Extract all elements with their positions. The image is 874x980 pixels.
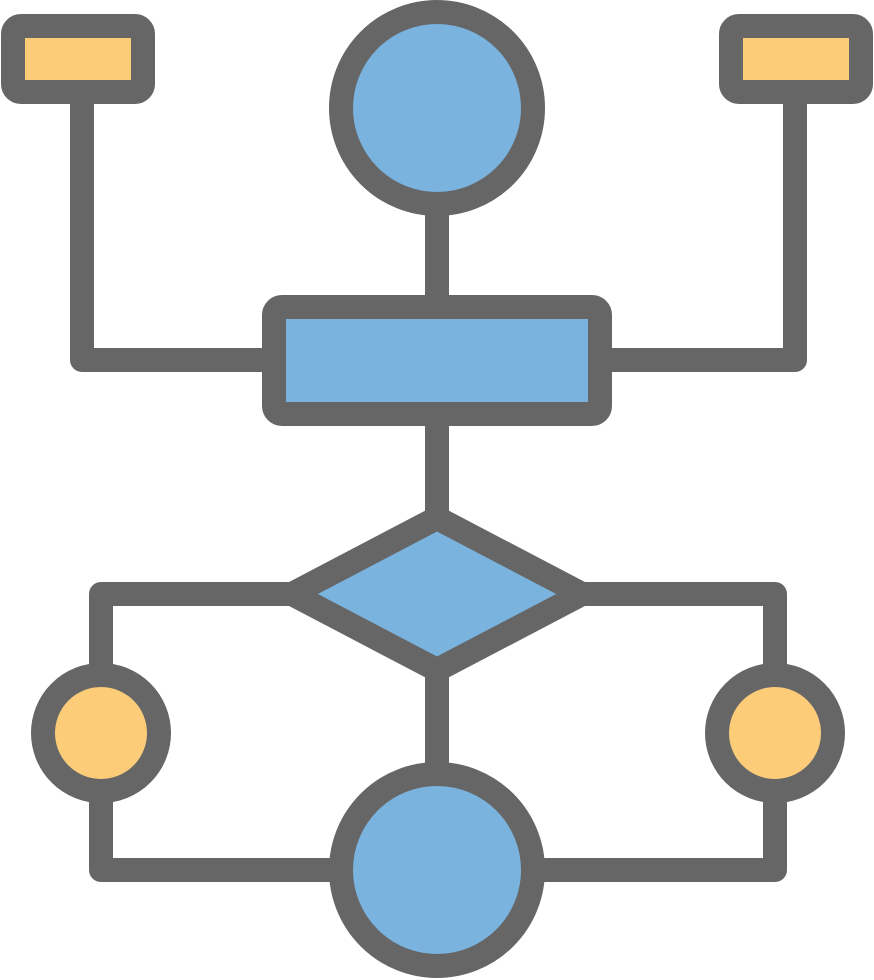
decision-diamond bbox=[280, 506, 594, 682]
connector-decision-left bbox=[89, 582, 302, 682]
connector-right-branch bbox=[588, 83, 807, 372]
bottom-circle bbox=[329, 762, 545, 978]
connectors bbox=[70, 83, 807, 882]
connector-right-to-bottom bbox=[524, 778, 787, 882]
process-rect bbox=[262, 295, 612, 426]
connector-left-branch bbox=[70, 83, 284, 372]
left-circle bbox=[31, 663, 171, 803]
top-right-rect bbox=[719, 14, 873, 104]
top-left-rect bbox=[1, 14, 155, 104]
right-circle bbox=[705, 663, 845, 803]
top-circle bbox=[329, 0, 545, 216]
connector-decision-right bbox=[572, 582, 787, 682]
connector-left-to-bottom bbox=[89, 778, 350, 882]
